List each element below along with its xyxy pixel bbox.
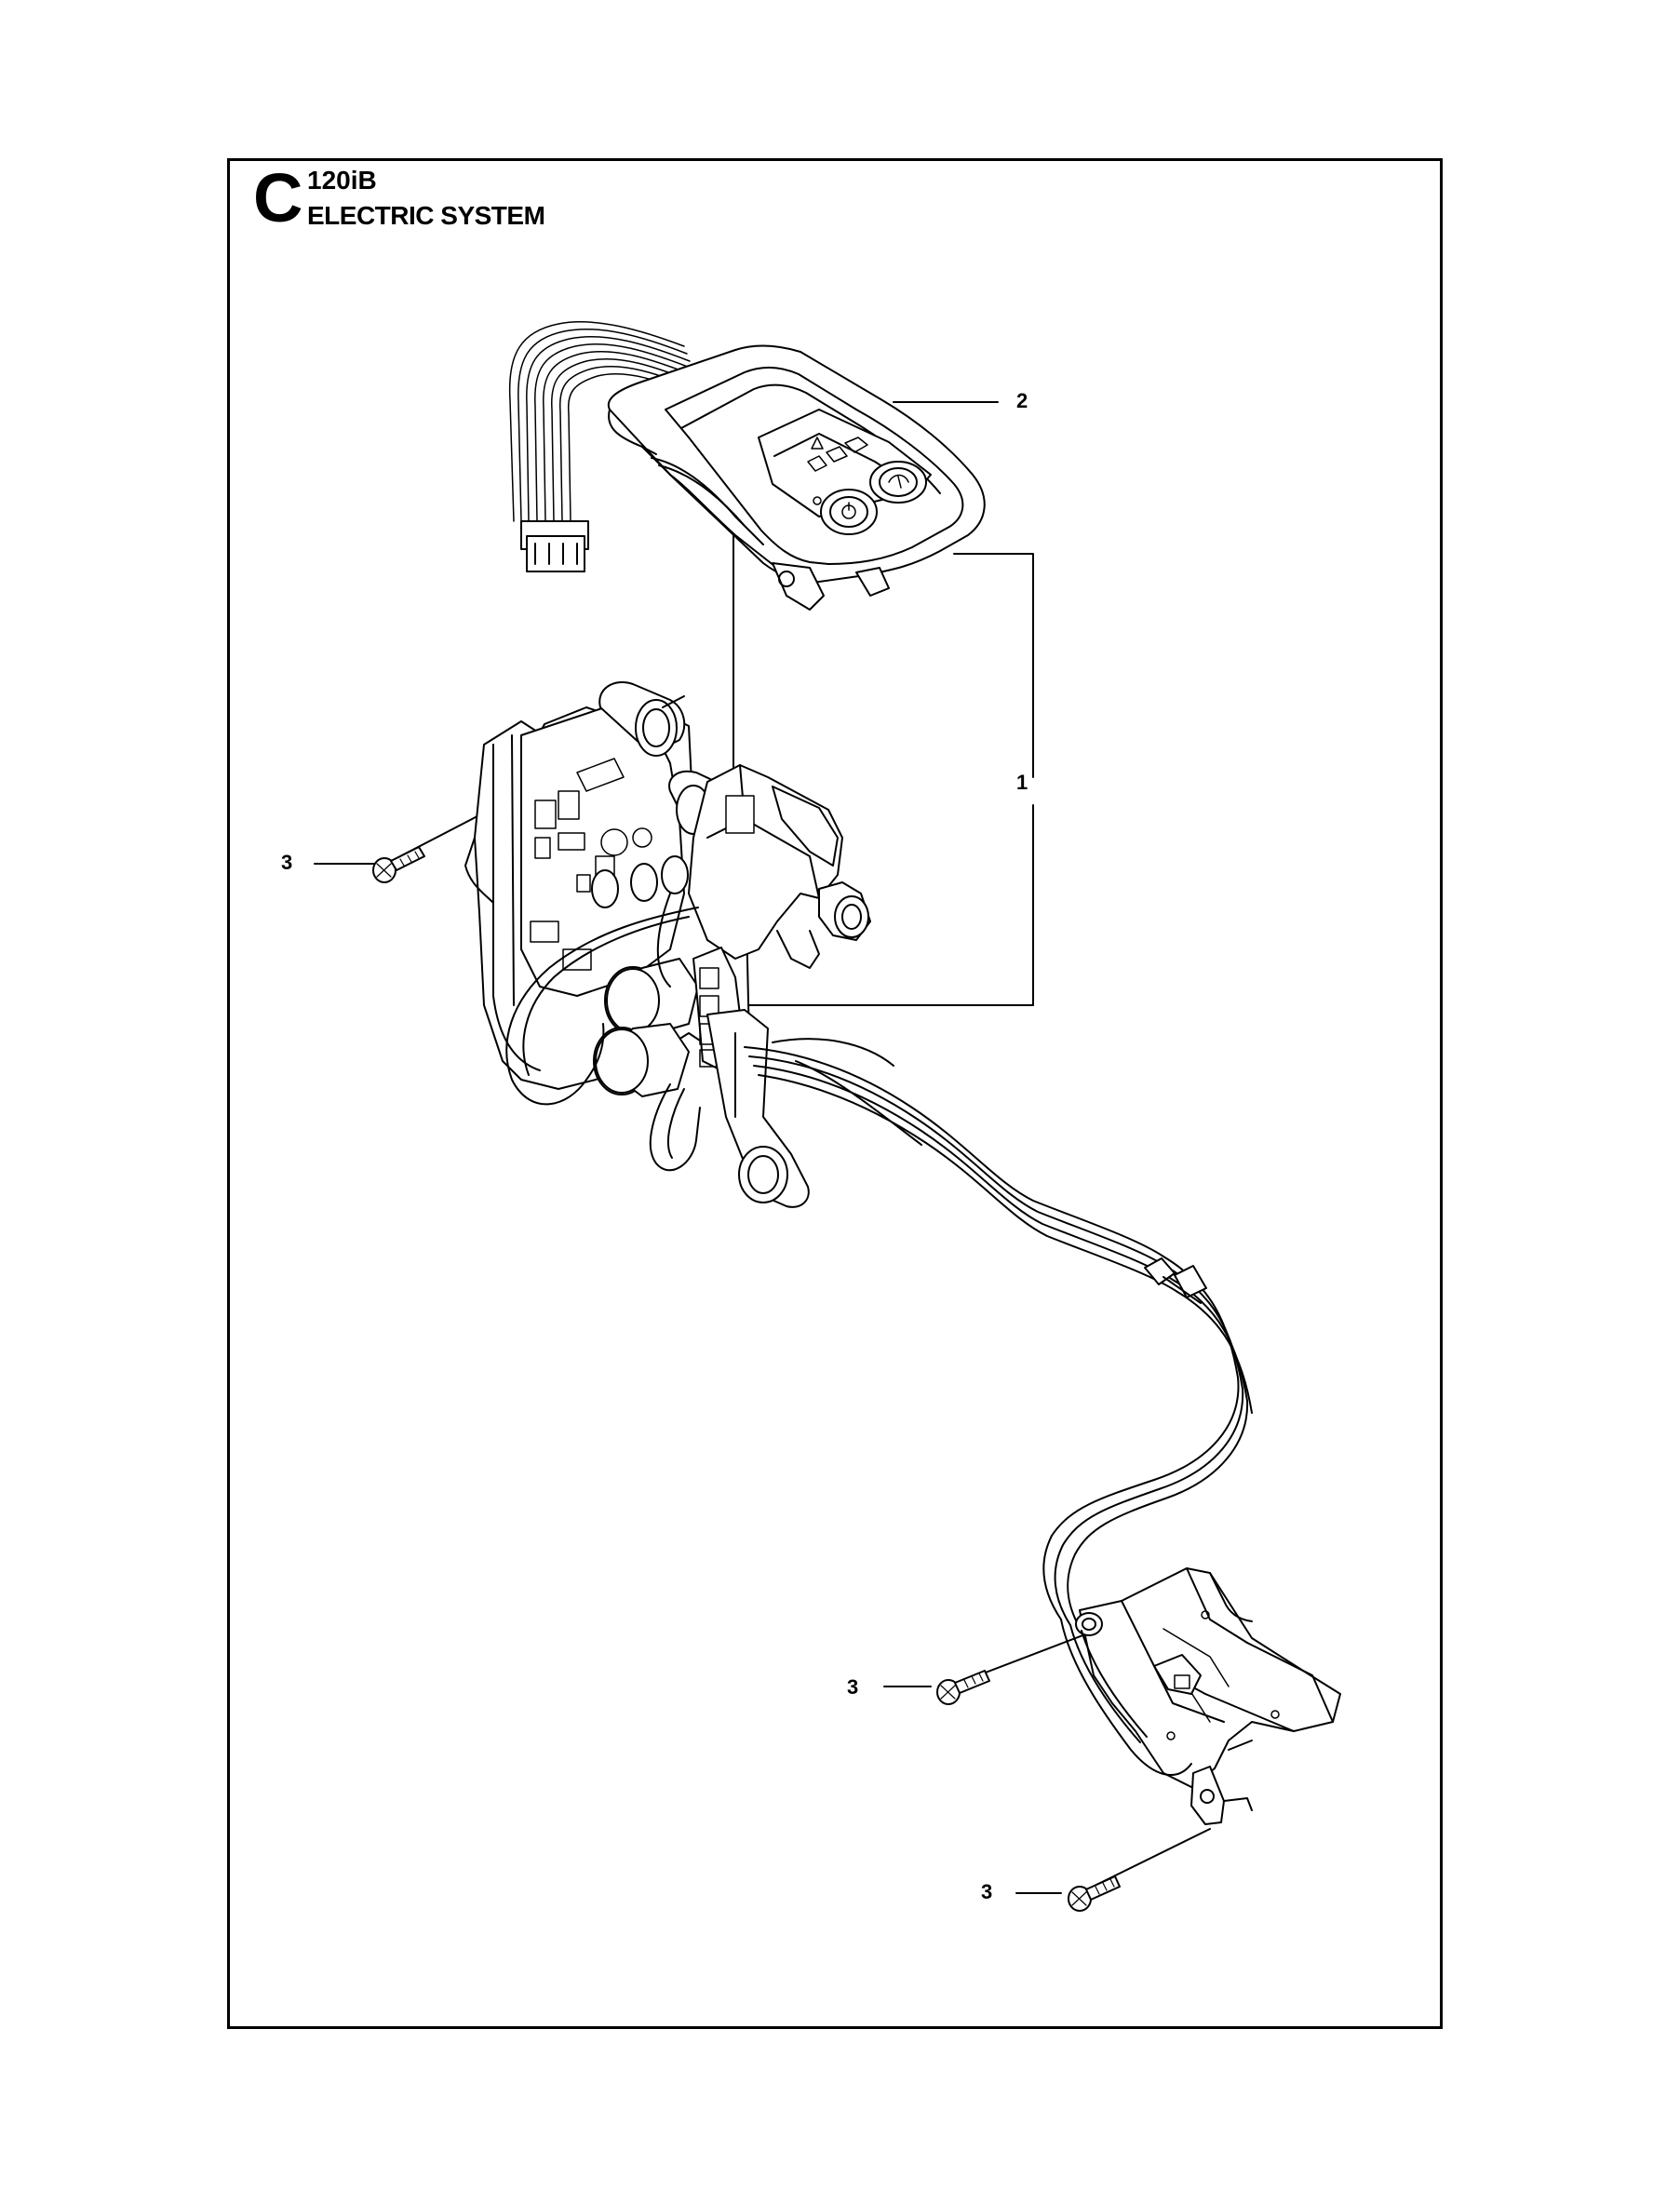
section-letter: C	[253, 159, 303, 236]
callout-3-middle: 3	[847, 1675, 859, 1699]
screw-part-3-bottom	[1068, 1875, 1121, 1912]
page-frame	[227, 158, 1443, 2029]
model-name: 120iB	[307, 166, 377, 195]
screw-part-3-middle	[936, 1670, 990, 1705]
page-title: ELECTRIC SYSTEM	[307, 201, 545, 230]
callout-1: 1	[1016, 771, 1028, 794]
ribbon-connector	[520, 520, 589, 572]
control-panel-part-2	[508, 321, 986, 611]
wiring-harness	[744, 1038, 1253, 1632]
callout-3-bottom: 3	[981, 1880, 993, 1903]
battery-terminal-bracket	[1060, 1567, 1341, 1825]
pcb-switch-assembly-part-1	[464, 681, 1253, 1632]
callout-3-top: 3	[281, 851, 293, 874]
callout-2: 2	[1016, 389, 1028, 412]
screw-part-3-top	[372, 846, 425, 883]
